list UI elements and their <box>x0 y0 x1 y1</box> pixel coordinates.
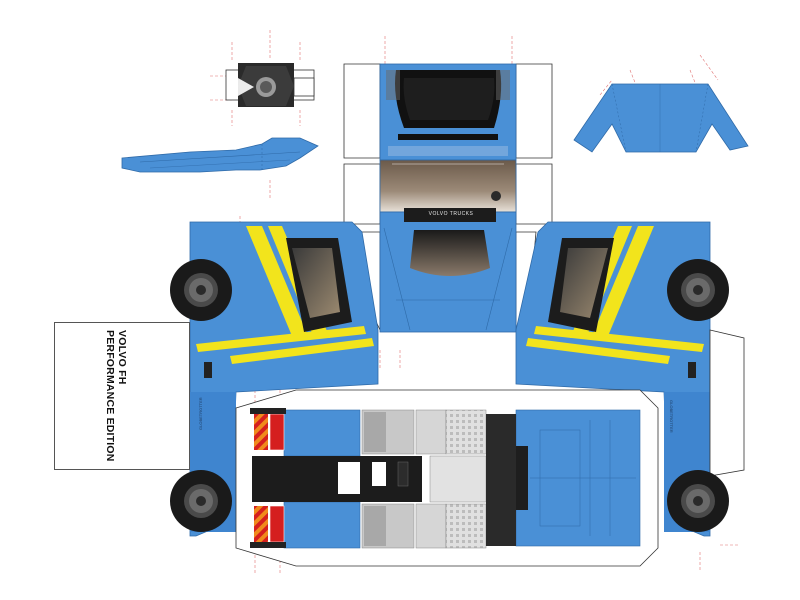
right-side-panel <box>515 221 745 537</box>
model-label-text: VOLVO FH PERFORMANCE EDITION <box>104 330 128 462</box>
cab-front-piece <box>343 63 553 333</box>
wheel-rear-left <box>170 470 232 532</box>
roof-deflector-piece <box>573 83 749 153</box>
side-strip-piece <box>121 137 319 173</box>
left-side-panel <box>189 221 379 537</box>
model-label-box <box>54 322 190 470</box>
wheel-front-right <box>667 259 729 321</box>
side-badge-left: GLOBETROTTER <box>198 397 203 430</box>
intake-piece <box>225 63 315 107</box>
chassis-piece <box>235 389 659 567</box>
model-label-line2: PERFORMANCE EDITION <box>104 330 116 462</box>
grille-badge: VOLVO TRUCKS <box>428 211 474 217</box>
model-label-line1: VOLVO FH <box>116 330 128 385</box>
wheel-front-left <box>170 259 232 321</box>
wheel-rear-right <box>667 470 729 532</box>
side-badge-right: GLOBETROTTER <box>669 400 674 433</box>
